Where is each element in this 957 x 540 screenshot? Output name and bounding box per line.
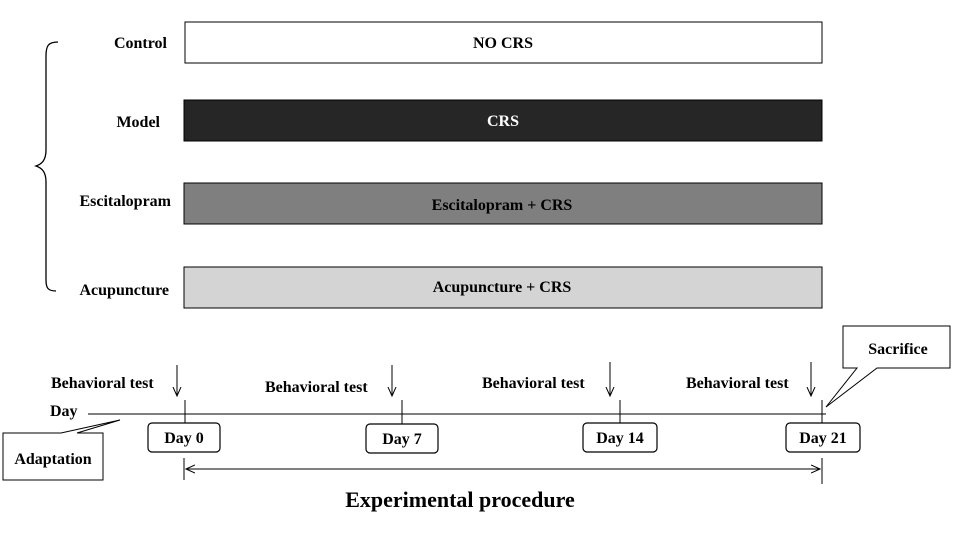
behavioral-test-label-0: Behavioral test xyxy=(51,375,154,392)
group-bar-control xyxy=(184,21,823,64)
day-box-7: Day 7 xyxy=(365,423,439,454)
group-bar-escitalopram xyxy=(183,182,823,225)
sacrifice-callout: Sacrifice xyxy=(825,325,951,408)
behavioral-test-label-7: Behavioral test xyxy=(265,379,368,396)
day-label-0: Day 0 xyxy=(164,430,204,447)
behavioral-test-label-21: Behavioral test xyxy=(686,375,789,392)
group-escitalopram: Escitalopram Escitalopram + CRS xyxy=(79,182,823,225)
group-brace xyxy=(33,41,59,292)
group-control: Control NO CRS xyxy=(114,21,823,64)
procedure-label: Experimental procedure xyxy=(345,487,575,512)
group-bar-text-escitalopram: Escitalopram + CRS xyxy=(432,197,573,214)
day-label-14: Day 14 xyxy=(596,430,644,447)
group-acupuncture: Acupuncture Acupuncture + CRS xyxy=(80,266,823,309)
group-label-acupuncture: Acupuncture xyxy=(80,282,170,299)
group-bar-text-model: CRS xyxy=(487,113,519,130)
day-box-0: Day 0 xyxy=(147,422,221,453)
group-label-escitalopram: Escitalopram xyxy=(79,193,171,210)
sacrifice-label: Sacrifice xyxy=(868,341,928,358)
day-box-14: Day 14 xyxy=(582,422,658,453)
day-label-21: Day 21 xyxy=(799,430,847,447)
group-bar-acupuncture xyxy=(183,266,823,309)
behavioral-test-label-14: Behavioral test xyxy=(482,375,585,392)
adaptation-label: Adaptation xyxy=(14,451,91,468)
day-box-21: Day 21 xyxy=(785,422,861,453)
group-label-control: Control xyxy=(114,35,168,52)
group-bar-model xyxy=(183,99,823,142)
day-label-7: Day 7 xyxy=(382,431,422,448)
day-axis-label: Day xyxy=(50,403,78,420)
group-model: Model CRS xyxy=(116,99,823,142)
group-bar-text-acupuncture: Acupuncture + CRS xyxy=(433,279,572,296)
adaptation-callout: Adaptation xyxy=(2,419,121,481)
group-label-model: Model xyxy=(116,114,160,131)
group-bar-text-control: NO CRS xyxy=(473,35,533,52)
